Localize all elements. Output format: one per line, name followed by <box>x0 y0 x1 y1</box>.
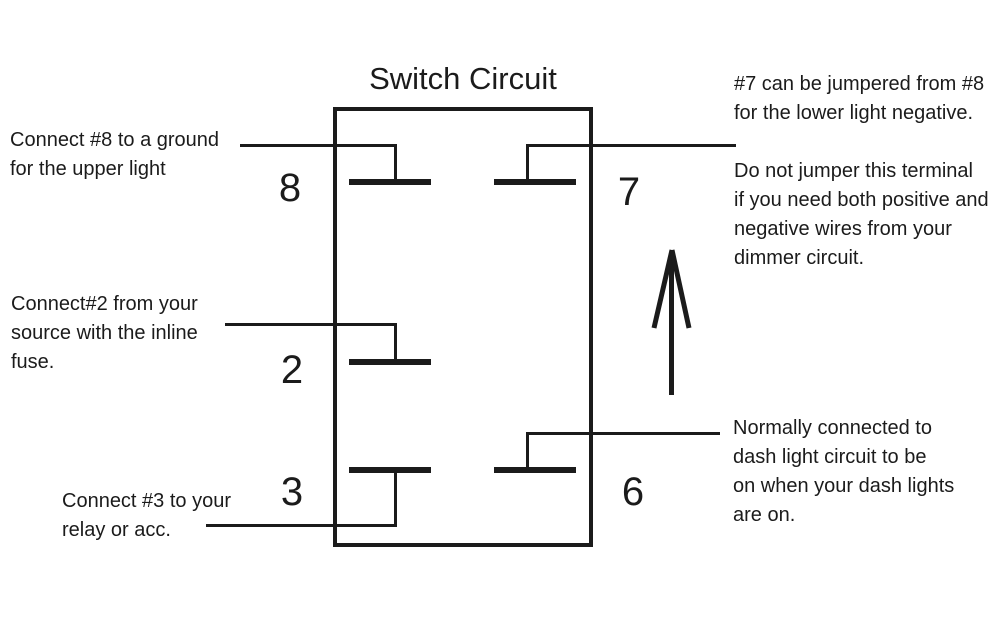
terminal-label-6: 6 <box>621 470 645 514</box>
annotation-line: for the upper light <box>10 158 166 180</box>
annotation-line: are on. <box>733 504 796 526</box>
terminal-label-8: 8 <box>278 166 302 210</box>
terminal-bar-2 <box>349 359 431 365</box>
annotation-terminal-2: Connect#2 from your source with the inli… <box>11 290 198 377</box>
annotation-terminal-7: #7 can be jumpered from #8 for the lower… <box>734 70 984 128</box>
terminal-bar-6 <box>494 467 576 473</box>
annotation-terminal-6: Normally connected to dash light circuit… <box>733 414 954 530</box>
annotation-line: fuse. <box>11 351 55 373</box>
annotation-line: Connect #3 to your <box>62 490 231 512</box>
annotation-line: negative wires from your <box>734 218 952 240</box>
terminal-bar-8 <box>349 179 431 185</box>
annotation-line: relay or acc. <box>62 519 171 541</box>
terminal-7-lead-horizontal <box>526 144 736 147</box>
up-arrow-icon <box>651 249 692 395</box>
annotation-line: #7 can be jumpered from #8 <box>734 73 985 95</box>
annotation-line: on when your dash lights <box>733 475 955 497</box>
annotation-terminal-7-warning: Do not jumper this terminal if you need … <box>734 157 989 273</box>
terminal-label-3: 3 <box>280 470 304 514</box>
switch-body-outline <box>333 107 593 547</box>
terminal-bar-7 <box>494 179 576 185</box>
terminal-label-2: 2 <box>280 348 304 392</box>
annotation-line: dimmer circuit. <box>734 247 865 269</box>
annotation-line: dash light circuit to be <box>733 446 927 468</box>
annotation-line: Connect#2 from your <box>11 293 198 315</box>
annotation-line: Connect #8 to a ground <box>10 129 220 151</box>
terminal-2-lead-horizontal <box>225 323 397 326</box>
annotation-line: if you need both positive and <box>734 189 989 211</box>
terminal-8-lead-vertical <box>394 144 397 182</box>
terminal-bar-3 <box>349 467 431 473</box>
terminal-label-7: 7 <box>617 170 641 214</box>
terminal-3-lead-vertical <box>394 470 397 527</box>
annotation-line: source with the inline <box>11 322 198 344</box>
terminal-6-lead-horizontal <box>526 432 720 435</box>
terminal-2-lead-vertical <box>394 323 397 362</box>
terminal-7-lead-vertical <box>526 144 529 182</box>
annotation-line: Normally connected to <box>733 417 932 439</box>
annotation-terminal-8: Connect #8 to a ground for the upper lig… <box>10 126 219 184</box>
terminal-3-lead-horizontal <box>206 524 397 527</box>
annotation-line: for the lower light negative. <box>734 102 974 124</box>
annotation-line: Do not jumper this terminal <box>734 160 973 182</box>
diagram-title: Switch Circuit <box>369 61 557 96</box>
terminal-8-lead-horizontal <box>240 144 397 147</box>
terminal-6-lead-vertical <box>526 432 529 470</box>
annotation-terminal-3: Connect #3 to your relay or acc. <box>62 487 231 545</box>
